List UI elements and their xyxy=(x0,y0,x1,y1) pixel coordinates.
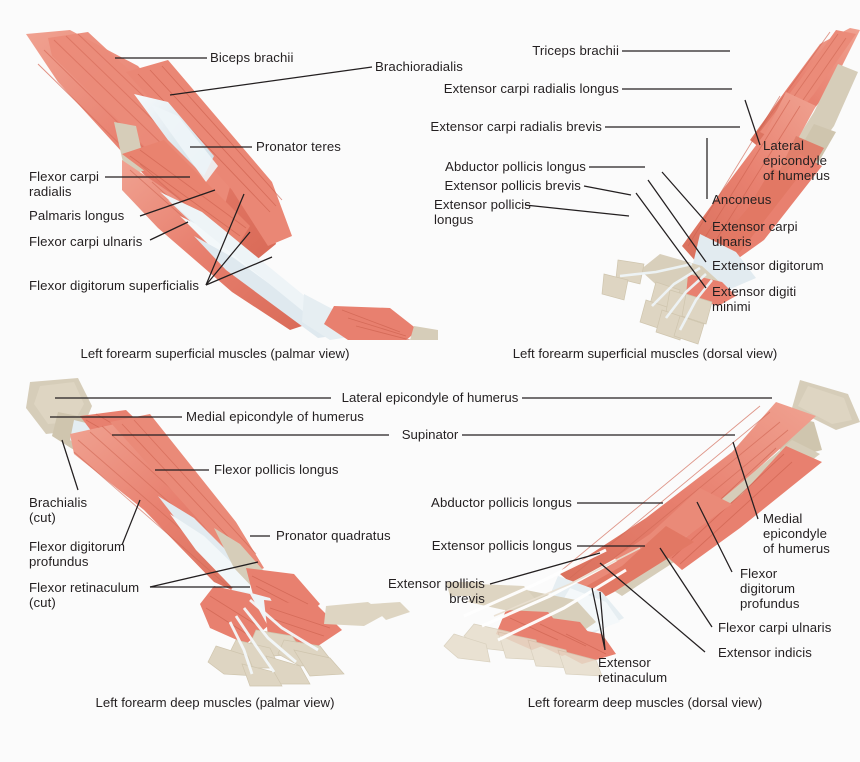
label-flexor-carpi-radialis-line2: radialis xyxy=(29,184,72,199)
label-pronator-teres: Pronator teres xyxy=(256,139,341,154)
label-supinator: Supinator xyxy=(401,427,459,442)
label-flexor-carpi-ulnaris-br: Flexor carpi ulnaris xyxy=(718,620,832,635)
label-flexor-digitorum-profundus-br-line2: digitorum xyxy=(740,581,796,596)
label-triceps-brachii: Triceps brachii xyxy=(532,43,619,58)
label-extensor-carpi-ulnaris-line2: ulnaris xyxy=(712,234,752,249)
label-flexor-digitorum-profundus-br-line1: Flexor xyxy=(740,566,778,581)
label-medial-epicondyle-of-humerus: Medial epicondyle of humerus xyxy=(186,409,364,424)
label-anconeus: Anconeus xyxy=(712,192,772,207)
label-ecrl: Extensor carpi radialis longus xyxy=(443,81,619,96)
arm-drawing-tr xyxy=(601,28,860,345)
label-extensor-digiti-minimi-line1: Extensor digiti xyxy=(712,284,797,299)
label-abductor-pollicis-longus-br: Abductor pollicis longus xyxy=(431,495,572,510)
thumb-bones xyxy=(324,602,386,626)
label-flexor-carpi-ulnaris: Flexor carpi ulnaris xyxy=(29,234,143,249)
label-lateral-epicondyle-line2: epicondyle xyxy=(763,153,828,168)
label-flexor-pollicis-longus: Flexor pollicis longus xyxy=(214,462,339,477)
caption-top-right: Left forearm superficial muscles (dorsal… xyxy=(512,346,778,361)
label-extensor-pollicis-longus-br: Extensor pollicis longus xyxy=(431,538,572,553)
label-medial-epicondyle-br-line3: of humerus xyxy=(763,541,830,556)
finger-flexor-tendons xyxy=(228,598,319,675)
label-medial-epicondyle-br-line2: epicondyle xyxy=(763,526,828,541)
label-palmaris-longus: Palmaris longus xyxy=(29,208,125,223)
label-flexor-digitorum-superficialis: Flexor digitorum superficialis xyxy=(29,278,200,293)
caption-bottom-left: Left forearm deep muscles (palmar view) xyxy=(95,695,335,710)
label-extensor-pollicis-brevis-br-line2: brevis xyxy=(449,591,485,606)
caption-bottom-right: Left forearm deep muscles (dorsal view) xyxy=(527,695,763,710)
label-lateral-epicondyle-of-humerus: Lateral epicondyle of humerus xyxy=(341,390,519,405)
label-extensor-pollicis-brevis: Extensor pollicis brevis xyxy=(444,178,581,193)
label-brachioradialis: Brachioradialis xyxy=(375,59,463,74)
label-extensor-indicis: Extensor indicis xyxy=(718,645,812,660)
label-flexor-digitorum-profundus-br-line3: profundus xyxy=(740,596,800,611)
biceps-striations xyxy=(37,33,197,167)
label-biceps-brachii: Biceps brachii xyxy=(210,50,294,65)
label-extensor-pollicis-longus-line1: Extensor pollicis xyxy=(434,197,531,212)
label-abductor-pollicis-longus: Abductor pollicis longus xyxy=(445,159,586,174)
label-brachialis-line2: (cut) xyxy=(29,510,56,525)
label-medial-epicondyle-br-line1: Medial xyxy=(763,511,803,526)
illustration-top-right-dorsal-superficial xyxy=(600,28,860,348)
label-extensor-retinaculum-line2: retinaculum xyxy=(598,670,668,685)
label-extensor-pollicis-brevis-br-line1: Extensor pollicis xyxy=(388,576,485,591)
label-flexor-retinaculum-line2: (cut) xyxy=(29,595,56,610)
caption-top-left: Left forearm superficial muscles (palmar… xyxy=(80,346,350,361)
label-flexor-carpi-radialis-line1: Flexor carpi xyxy=(29,169,100,184)
label-flexor-digitorum-profundus-line1: Flexor digitorum xyxy=(29,539,126,554)
label-ecrb: Extensor carpi radialis brevis xyxy=(430,119,602,134)
hand-bones xyxy=(410,326,438,340)
label-extensor-digitorum: Extensor digitorum xyxy=(712,258,824,273)
label-extensor-digiti-minimi-line2: minimi xyxy=(712,299,751,314)
label-lateral-epicondyle-line1: Lateral xyxy=(763,138,805,153)
label-extensor-retinaculum-line1: Extensor xyxy=(598,655,651,670)
label-flexor-retinaculum-line1: Flexor retinaculum xyxy=(29,580,140,595)
label-lateral-epicondyle-line3: of humerus xyxy=(763,168,830,183)
ed-strip xyxy=(706,168,796,270)
label-brachialis-line1: Brachialis xyxy=(29,495,88,510)
label-extensor-carpi-ulnaris-line1: Extensor carpi xyxy=(712,219,798,234)
label-pronator-quadratus: Pronator quadratus xyxy=(276,528,391,543)
label-extensor-pollicis-longus-line2: longus xyxy=(434,212,474,227)
hand-bones-br xyxy=(443,623,603,677)
thenar-muscles xyxy=(324,306,418,340)
label-flexor-digitorum-profundus-line2: profundus xyxy=(29,554,89,569)
